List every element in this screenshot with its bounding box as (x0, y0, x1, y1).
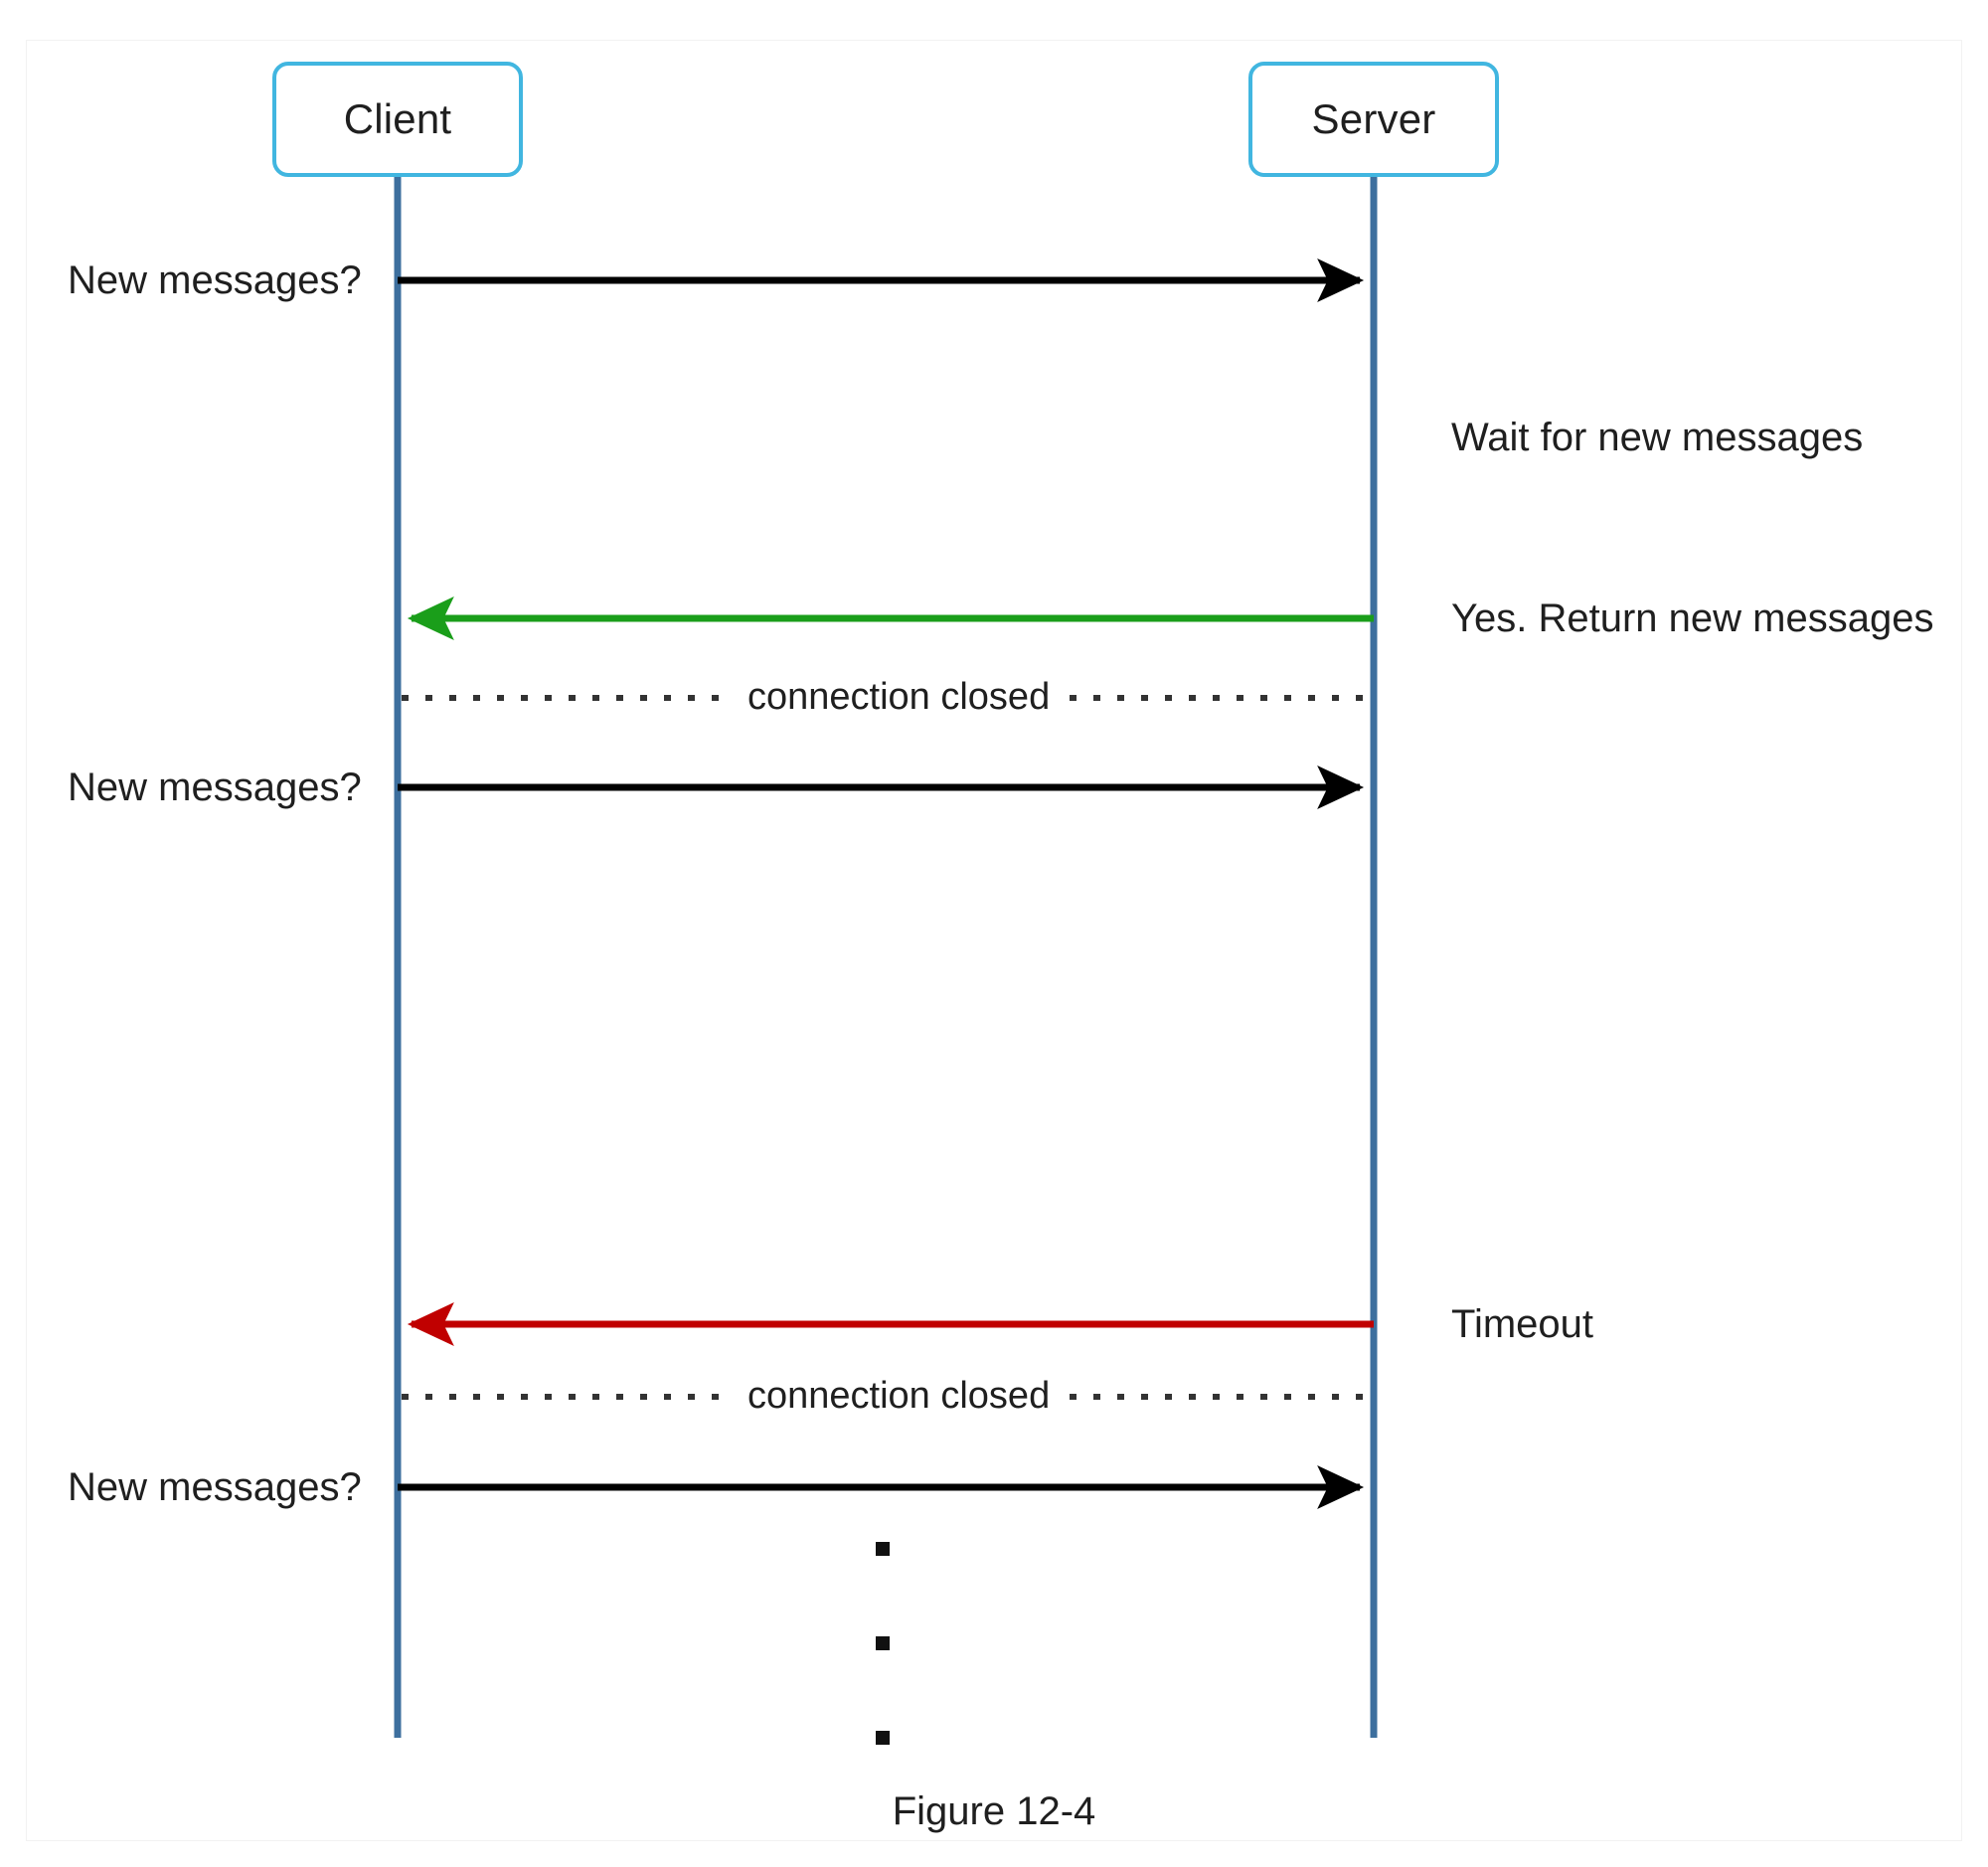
participant-label-client: Client (343, 95, 452, 142)
continuation-dot-2 (876, 1636, 890, 1650)
participant-label-server: Server (1311, 95, 1436, 142)
continuation-dot-3 (876, 1731, 890, 1745)
message-label-request-2: New messages? (68, 765, 362, 809)
note-timeout: Timeout (1451, 1302, 1594, 1346)
message-label-request-3: New messages? (68, 1465, 362, 1509)
continuation-dot-1 (876, 1542, 890, 1556)
note-return-new-messages: Yes. Return new messages (1451, 596, 1934, 640)
connection-closed-label-1: connection closed (734, 678, 1065, 716)
connection-closed-label-2: connection closed (734, 1377, 1065, 1415)
message-label-request-1: New messages? (68, 258, 362, 302)
note-wait-for-new-messages: Wait for new messages (1451, 416, 1864, 459)
participant-box-server[interactable]: Server (1248, 62, 1499, 177)
participant-box-client[interactable]: Client (272, 62, 523, 177)
figure-caption: Figure 12-4 (892, 1789, 1096, 1833)
